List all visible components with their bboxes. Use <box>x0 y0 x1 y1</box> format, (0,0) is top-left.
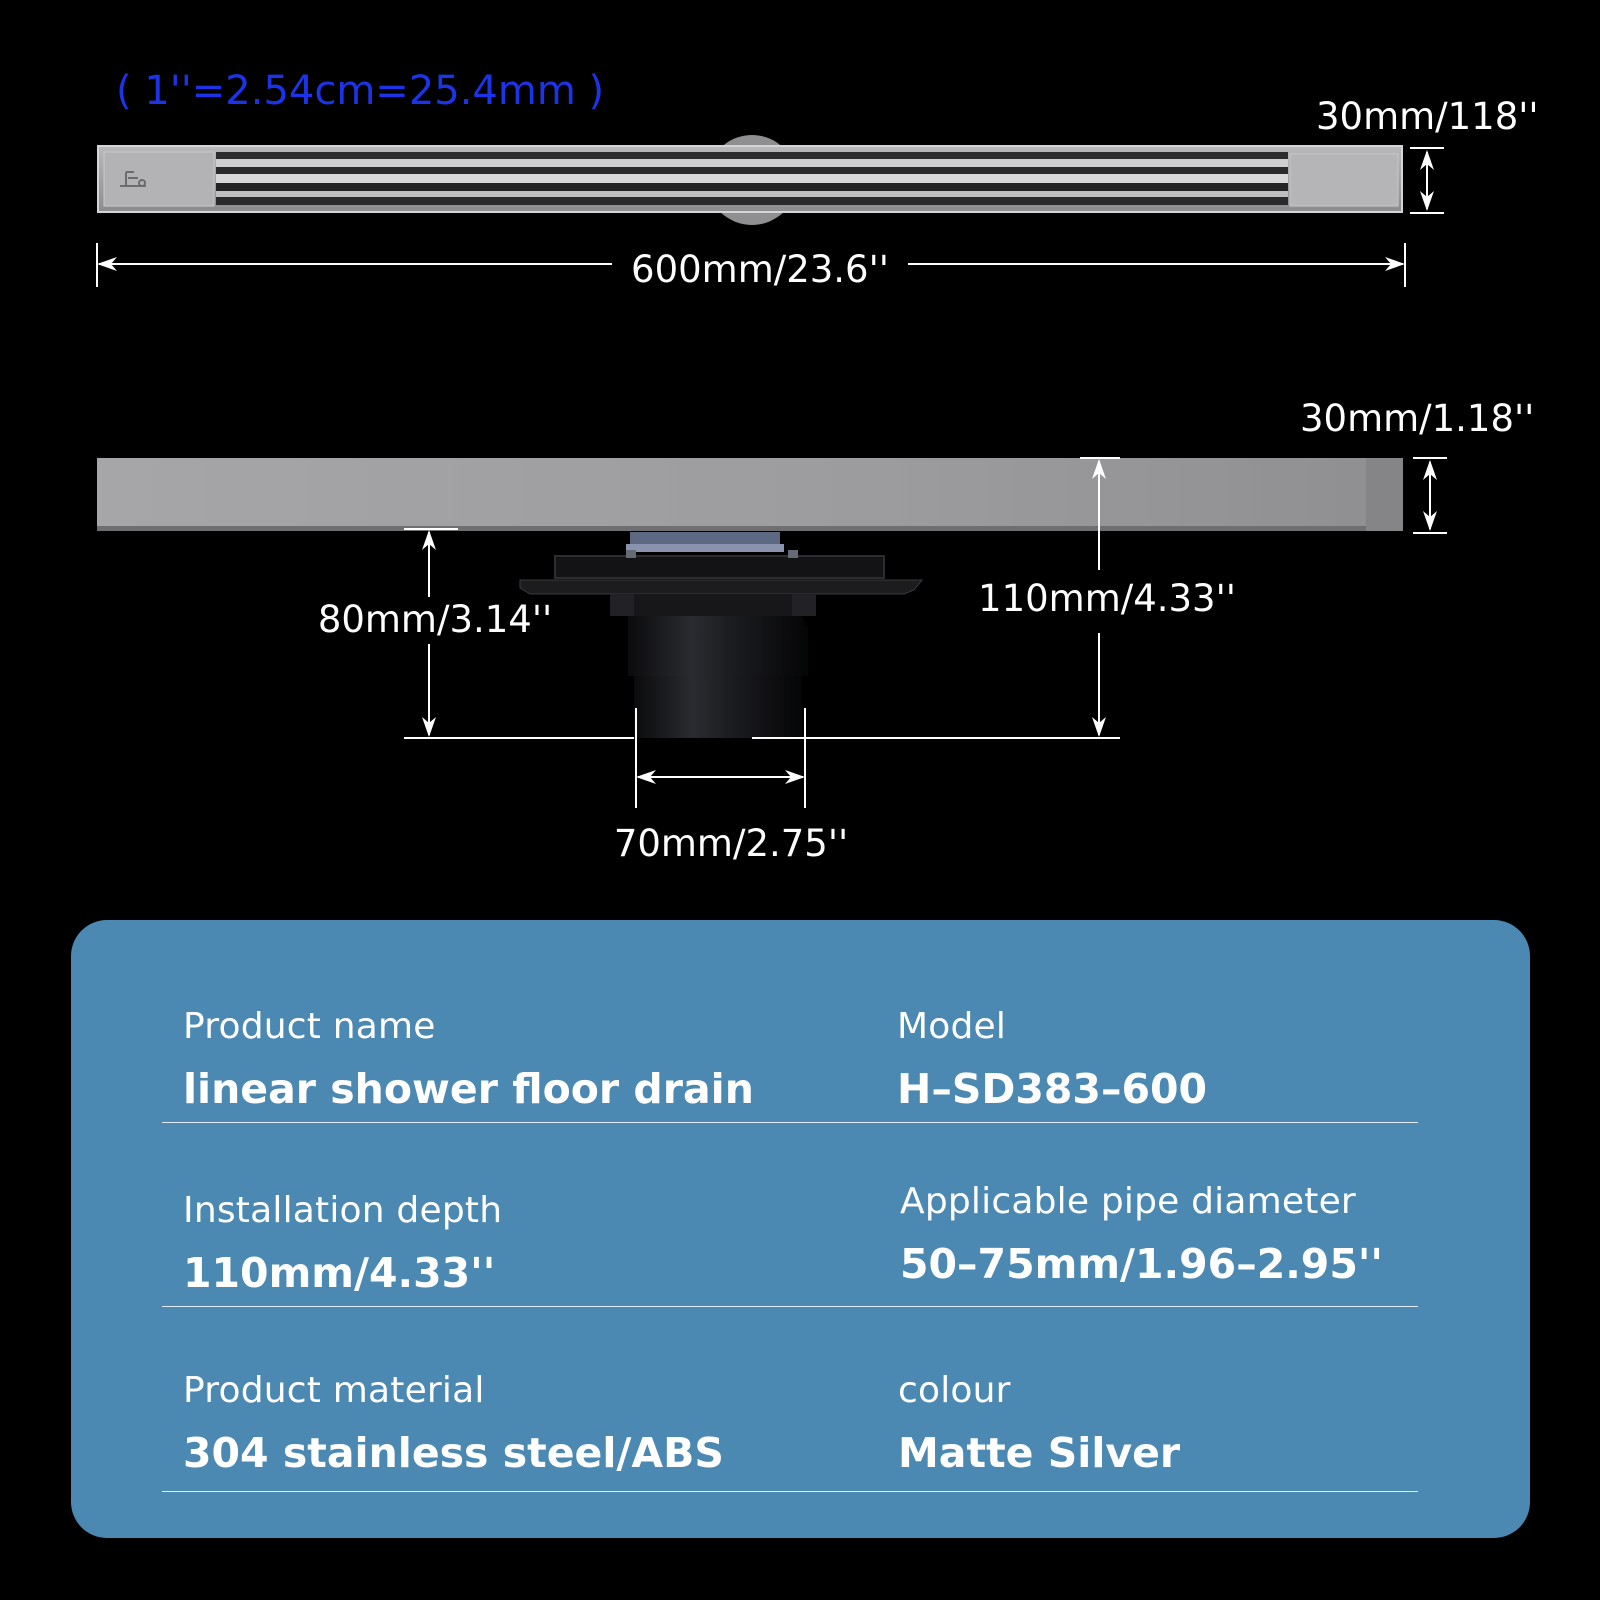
spec-value: 304 stainless steel/ABS <box>183 1429 724 1477</box>
outlet-width-label: 70mm/2.75'' <box>614 822 848 865</box>
spec-installation-depth: Installation depth 110mm/4.33'' <box>183 1190 502 1297</box>
outlet-width-dimension <box>635 708 806 808</box>
spec-label: Product name <box>183 1006 436 1047</box>
spec-panel: Product name linear shower floor drain M… <box>71 920 1530 1538</box>
spec-divider <box>162 1121 1418 1123</box>
total-depth-dimension <box>404 457 1120 739</box>
spec-divider <box>162 1305 1418 1307</box>
length-dimension <box>96 243 1406 287</box>
top-height-dimension <box>1410 147 1444 214</box>
brand-logo-icon <box>120 171 146 187</box>
length-label: 600mm/23.6'' <box>631 248 889 291</box>
spec-divider <box>162 1490 1418 1492</box>
spec-value: 50–75mm/1.96–2.95'' <box>900 1240 1383 1288</box>
top-height-label: 30mm/118'' <box>1316 95 1539 138</box>
side-height-label: 30mm/1.18'' <box>1300 397 1534 440</box>
body-depth-dimension <box>404 528 458 737</box>
spec-label: Model <box>897 1006 1007 1047</box>
spec-value: 110mm/4.33'' <box>183 1249 496 1297</box>
side-height-dimension <box>1413 457 1447 534</box>
spec-product-name: Product name linear shower floor drain <box>183 1006 754 1113</box>
spec-value: H–SD383–600 <box>897 1065 1208 1113</box>
unit-conversion-note: ( 1''=2.54cm=25.4mm ) <box>116 68 604 114</box>
spec-label: Product material <box>183 1370 485 1411</box>
spec-material: Product material 304 stainless steel/ABS <box>183 1370 724 1477</box>
spec-label: Applicable pipe diameter <box>900 1181 1356 1222</box>
total-depth-label: 110mm/4.33'' <box>978 577 1236 620</box>
spec-label: colour <box>898 1370 1011 1411</box>
body-depth-label: 80mm/3.14'' <box>318 598 552 641</box>
spec-value: Matte Silver <box>898 1429 1181 1477</box>
spec-pipe-diameter: Applicable pipe diameter 50–75mm/1.96–2.… <box>900 1181 1383 1288</box>
drain-side-view <box>97 458 1403 531</box>
spec-model: Model H–SD383–600 <box>897 1006 1207 1113</box>
spec-colour: colour Matte Silver <box>898 1370 1180 1477</box>
drain-outlet-body <box>519 532 924 738</box>
drain-top-view <box>97 135 1403 225</box>
spec-label: Installation depth <box>183 1190 503 1231</box>
spec-value: linear shower floor drain <box>183 1065 754 1113</box>
